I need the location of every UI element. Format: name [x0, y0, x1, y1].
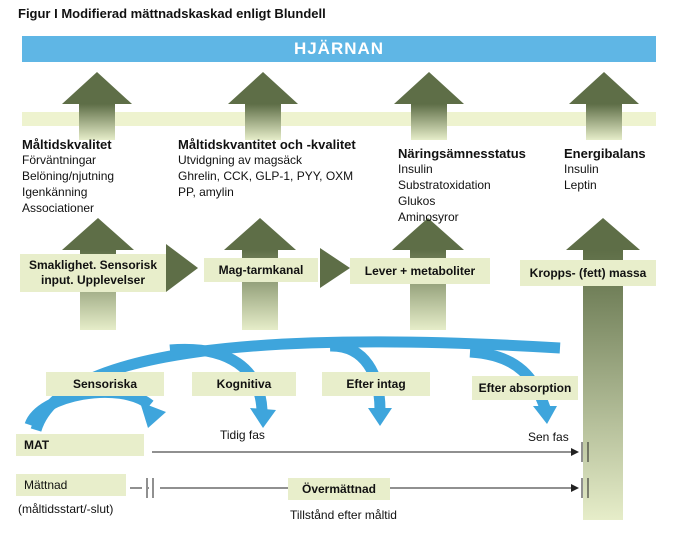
column-3-item: Substratoxidation	[398, 178, 491, 192]
up-arrow-3	[394, 72, 464, 140]
signal-band	[22, 112, 656, 126]
box-lever: Lever + metaboliter	[350, 258, 490, 284]
column-2-item: PP, amylin	[178, 185, 234, 199]
phase-kognitiva: Kognitiva	[192, 372, 296, 396]
label-tidig-fas: Tidig fas	[220, 428, 265, 442]
label-tillstand: Tillstånd efter måltid	[290, 508, 397, 522]
column-1: Måltidskvalitet Förväntningar Belöning/n…	[22, 137, 114, 216]
brain-banner: HJÄRNAN	[22, 36, 656, 62]
column-2: Måltidskvantitet och -kvalitet Utvidgnin…	[178, 137, 356, 200]
up-arrow-2	[228, 72, 298, 140]
column-4-item: Insulin	[564, 162, 599, 176]
column-3-heading: Näringsämnesstatus	[398, 146, 526, 161]
column-2-item: Ghrelin, CCK, GLP-1, PYY, OXM	[178, 169, 354, 183]
column-1-item: Igenkänning	[22, 185, 88, 199]
column-1-item: Associationer	[22, 201, 95, 215]
up-arrow-4	[569, 72, 639, 140]
overmattnad-box: Övermättnad	[288, 478, 390, 500]
column-4: Energibalans Insulin Leptin	[564, 146, 646, 193]
right-arrow-2	[320, 248, 350, 288]
right-arrow-1	[166, 244, 198, 292]
up-arrow-1	[62, 72, 132, 140]
column-1-item: Belöning/njutning	[22, 169, 115, 183]
column-3-item: Aminosyror	[398, 210, 459, 224]
kropp-column-arrow	[566, 218, 640, 520]
column-3-item: Insulin	[398, 162, 433, 176]
column-1-heading: Måltidskvalitet	[22, 137, 112, 152]
phase-sensoriska: Sensoriska	[46, 372, 164, 396]
column-2-heading: Måltidskvantitet och -kvalitet	[178, 137, 356, 152]
column-3: Näringsämnesstatus Insulin Substratoxida…	[398, 146, 526, 225]
box-smaklighet: Smaklighet. Sensorisk input. Upplevelser	[20, 254, 166, 292]
column-4-item: Leptin	[564, 178, 597, 192]
column-2-item: Utvidgning av magsäck	[178, 153, 303, 167]
column-3-item: Glukos	[398, 194, 436, 208]
label-maltid: (måltidsstart/-slut)	[18, 502, 114, 516]
box-mag-tarmkanal: Mag-tarmkanal	[204, 258, 318, 282]
phase-efter-intag: Efter intag	[322, 372, 430, 396]
mattnad-box: Mättnad	[16, 474, 126, 496]
blue-arrowheads	[140, 402, 557, 428]
box-kroppsmassa: Kropps- (fett) massa	[520, 260, 656, 286]
figure-title: Figur I Modifierad mättnadskaskad enligt…	[18, 6, 326, 21]
tick-marks	[146, 442, 589, 498]
mat-box: MAT	[16, 434, 144, 456]
column-4-heading: Energibalans	[564, 146, 646, 161]
column-1-item: Förväntningar	[22, 153, 97, 167]
phase-efter-absorption: Efter absorption	[472, 376, 578, 400]
label-sen-fas: Sen fas	[528, 430, 569, 444]
